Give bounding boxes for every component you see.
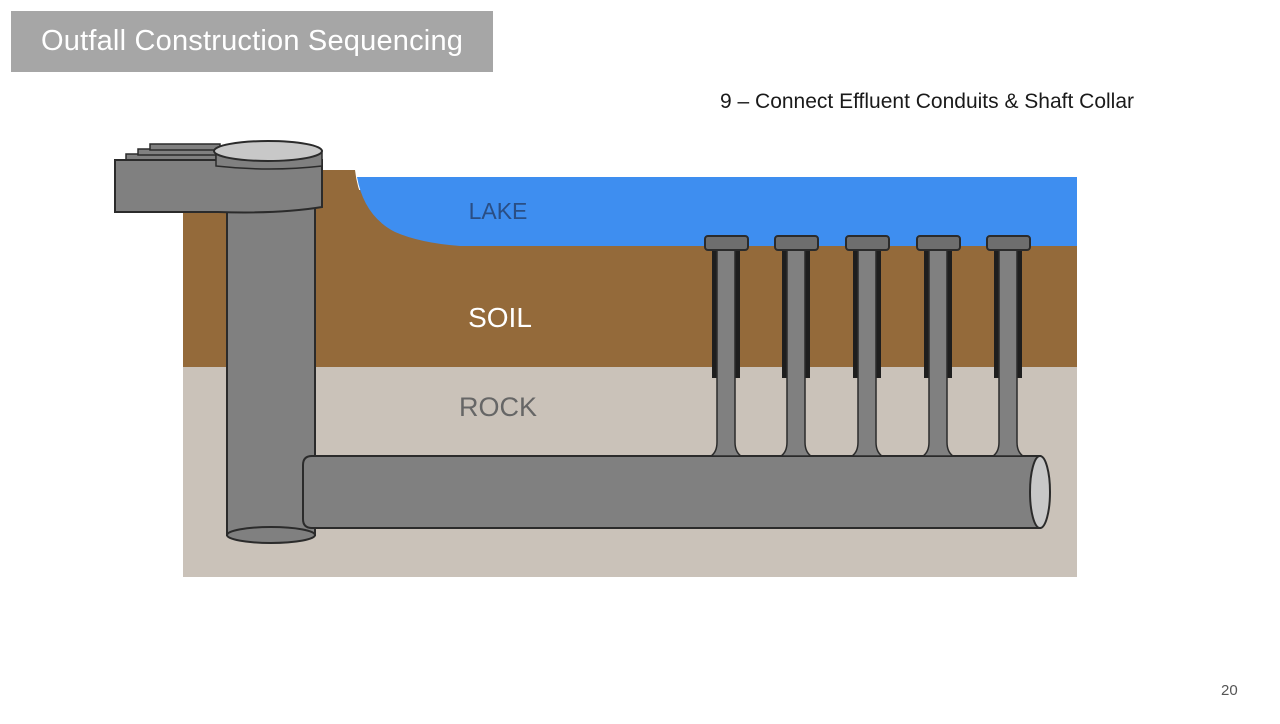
vertical-shaft <box>226 194 316 536</box>
rock-label: ROCK <box>459 392 537 422</box>
riser-2 <box>774 235 819 457</box>
riser-4 <box>916 235 961 457</box>
soil-label: SOIL <box>468 302 532 333</box>
page-number: 20 <box>1221 682 1238 699</box>
riser-1 <box>704 235 749 457</box>
step-title: 9 – Connect Effluent Conduits & Shaft Co… <box>720 90 1135 113</box>
slide-title-bar: Outfall Construction Sequencing <box>11 11 493 72</box>
riser-3 <box>845 235 890 457</box>
slide-title: Outfall Construction Sequencing <box>41 25 464 57</box>
lake-layer <box>357 177 1077 246</box>
lake-label: LAKE <box>469 198 528 224</box>
outfall-tunnel <box>302 455 1041 529</box>
riser-5 <box>986 235 1031 457</box>
shaft-base <box>226 526 316 544</box>
shaft-collar <box>114 140 323 214</box>
tunnel-end-cap <box>1029 455 1051 529</box>
